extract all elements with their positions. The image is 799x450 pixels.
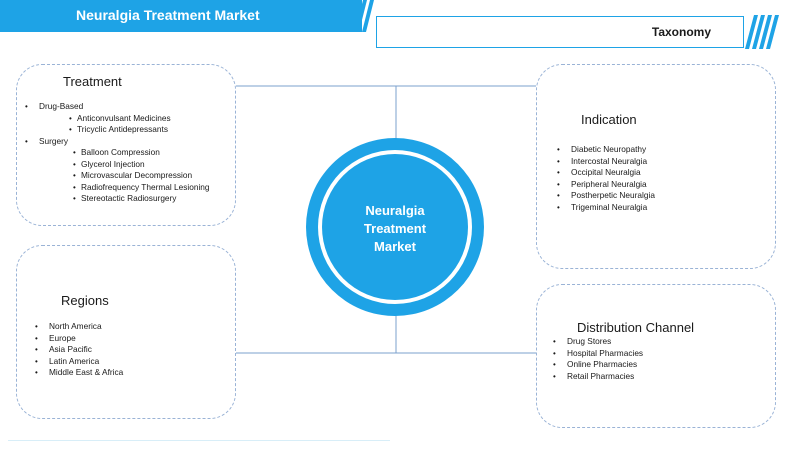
list-item: Middle East & Africa bbox=[35, 367, 123, 379]
list-item: Glycerol Injection bbox=[73, 159, 210, 171]
regions-title: Regions bbox=[61, 293, 109, 308]
banner-stripes-decoration bbox=[348, 0, 374, 32]
center-label-line: Market bbox=[374, 239, 416, 254]
indication-list: Diabetic Neuropathy Intercostal Neuralgi… bbox=[557, 144, 655, 214]
list-item-surgery: Surgery bbox=[25, 136, 68, 148]
taxonomy-stripes-decoration bbox=[745, 15, 779, 49]
list-item: Balloon Compression bbox=[73, 147, 210, 159]
list-item: Anticonvulsant Medicines bbox=[69, 113, 171, 125]
title-banner: Neuralgia Treatment Market bbox=[0, 0, 362, 32]
treatment-box: Treatment Drug-Based Anticonvulsant Medi… bbox=[16, 64, 236, 226]
indication-title: Indication bbox=[581, 112, 637, 127]
treatment-list: Drug-Based bbox=[25, 101, 83, 113]
center-label: Neuralgia Treatment Market bbox=[306, 202, 484, 256]
page-title: Neuralgia Treatment Market bbox=[76, 7, 260, 23]
indication-box: Indication Diabetic Neuropathy Intercost… bbox=[536, 64, 776, 269]
list-item: Asia Pacific bbox=[35, 344, 123, 356]
footer-divider bbox=[8, 440, 390, 441]
list-item: Intercostal Neuralgia bbox=[557, 156, 655, 168]
distribution-channel-title: Distribution Channel bbox=[577, 320, 695, 335]
list-item: Hospital Pharmacies bbox=[553, 348, 643, 360]
list-item-drug-based: Drug-Based bbox=[25, 101, 83, 113]
list-item: Trigeminal Neuralgia bbox=[557, 202, 655, 214]
center-market-circle: Neuralgia Treatment Market bbox=[306, 138, 484, 316]
list-item: Tricyclic Antidepressants bbox=[69, 124, 171, 136]
list-item: Latin America bbox=[35, 356, 123, 368]
distribution-channel-box: Distribution Channel Drug Stores Hospita… bbox=[536, 284, 776, 428]
center-label-line: Neuralgia bbox=[365, 203, 425, 218]
treatment-surgery-list: Surgery bbox=[25, 136, 68, 148]
list-item: North America bbox=[35, 321, 123, 333]
list-item: Online Pharmacies bbox=[553, 359, 643, 371]
list-item: Microvascular Decompression bbox=[73, 170, 210, 182]
surgery-sublist: Balloon Compression Glycerol Injection M… bbox=[73, 147, 210, 205]
taxonomy-header: Taxonomy bbox=[376, 16, 744, 48]
distribution-channel-list: Drug Stores Hospital Pharmacies Online P… bbox=[553, 336, 643, 383]
taxonomy-label: Taxonomy bbox=[651, 25, 711, 39]
regions-box: Regions North America Europe Asia Pacifi… bbox=[16, 245, 236, 419]
drug-based-sublist: Anticonvulsant Medicines Tricyclic Antid… bbox=[69, 113, 171, 136]
list-item: Drug Stores bbox=[553, 336, 643, 348]
treatment-title: Treatment bbox=[63, 74, 122, 89]
list-item: Radiofrequency Thermal Lesioning bbox=[73, 182, 210, 194]
center-label-line: Treatment bbox=[363, 221, 427, 236]
list-item: Retail Pharmacies bbox=[553, 371, 643, 383]
list-item: Stereotactic Radiosurgery bbox=[73, 193, 210, 205]
list-item: Occipital Neuralgia bbox=[557, 167, 655, 179]
list-item: Postherpetic Neuralgia bbox=[557, 190, 655, 202]
regions-list: North America Europe Asia Pacific Latin … bbox=[35, 321, 123, 379]
list-item: Peripheral Neuralgia bbox=[557, 179, 655, 191]
list-item: Europe bbox=[35, 333, 123, 345]
list-item: Diabetic Neuropathy bbox=[557, 144, 655, 156]
